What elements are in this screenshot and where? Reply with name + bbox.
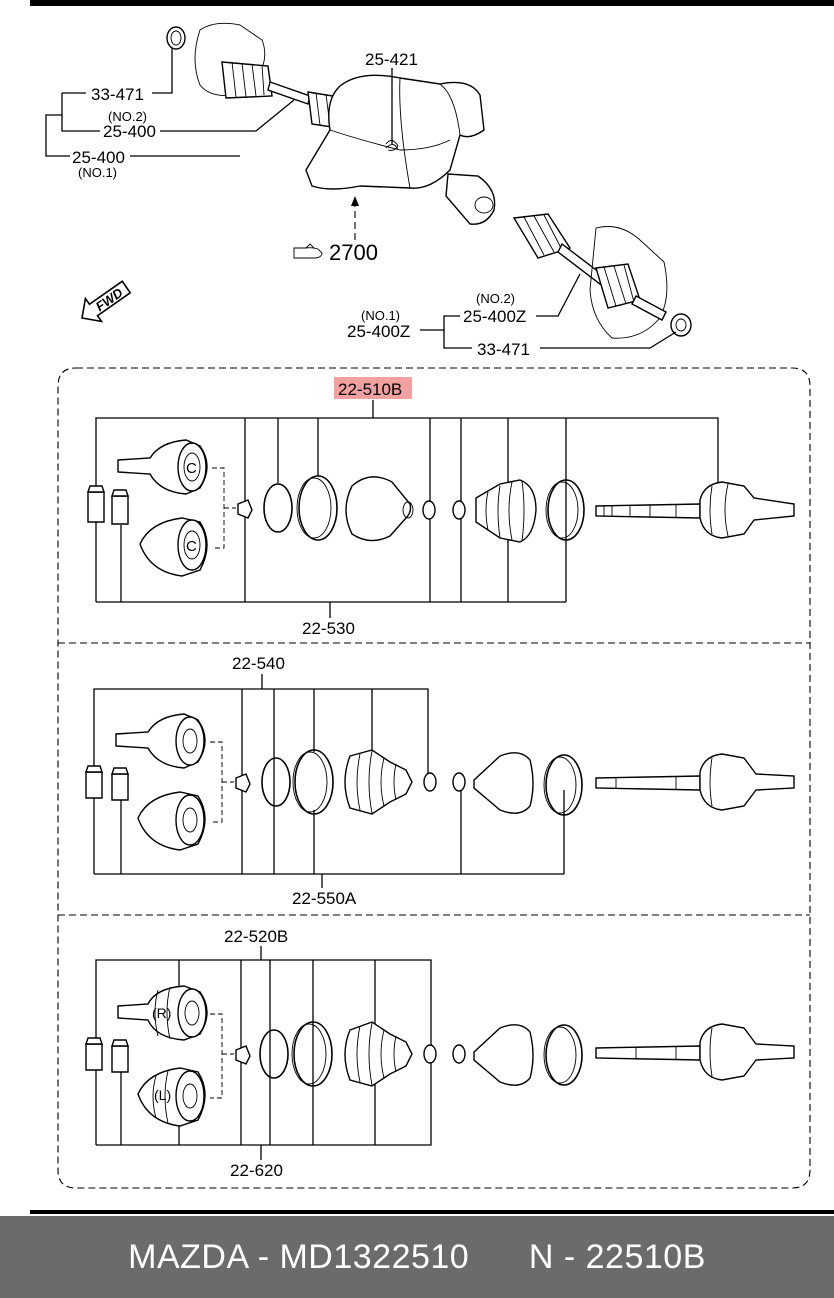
outer-cv-joint bbox=[699, 481, 795, 539]
cap-1 bbox=[85, 1043, 103, 1071]
panel1-top-label[interactable]: 22-510B bbox=[338, 380, 402, 399]
circlip bbox=[235, 1045, 251, 1065]
circlip bbox=[235, 773, 251, 793]
boot-bellows bbox=[344, 1021, 413, 1087]
boot-band-2 bbox=[545, 1024, 583, 1086]
boot-band-1 bbox=[298, 475, 338, 541]
label-25-400z-no2: 25-400Z bbox=[463, 307, 526, 326]
small-clamp-1 bbox=[423, 772, 437, 792]
label-no1-right: (NO.1) bbox=[361, 308, 400, 323]
drive-shaft bbox=[595, 775, 701, 791]
panel2-bottom-label[interactable]: 22-550A bbox=[292, 889, 357, 908]
exploded-frame bbox=[57, 367, 811, 1189]
label-25-421: 25-421 bbox=[365, 50, 418, 69]
bearing-ring-left bbox=[166, 26, 186, 50]
boot-band-1 bbox=[294, 749, 334, 815]
label-25-400-no1: 25-400 bbox=[72, 148, 125, 167]
boot-band-1 bbox=[293, 1021, 333, 1087]
bearing-ring-right bbox=[670, 313, 692, 337]
cap-1 bbox=[85, 771, 103, 799]
hand-pointer-icon bbox=[293, 243, 323, 259]
bottom-border bbox=[30, 1210, 834, 1214]
cap-2 bbox=[111, 1045, 129, 1073]
label-33-471-top: 33-471 bbox=[91, 85, 144, 104]
cap-2 bbox=[111, 773, 129, 801]
differential-housing bbox=[305, 74, 485, 190]
outer-joint-left bbox=[221, 61, 273, 99]
boot-bellows bbox=[475, 479, 537, 543]
snap-ring bbox=[259, 1029, 289, 1079]
mark-r: (R) bbox=[152, 1005, 171, 1021]
top-border bbox=[30, 0, 834, 6]
boot-band-2 bbox=[547, 479, 585, 541]
drive-shaft bbox=[595, 1045, 701, 1061]
outer-cv-joint bbox=[699, 753, 795, 811]
overview-assembly: FWD 33-471 (NO.2) 25-400 25-400 (NO.1) 2… bbox=[45, 22, 692, 359]
panel-22-520b: 22-520B 22-620 (R) (L) bbox=[85, 927, 795, 1180]
panel2-top-label[interactable]: 22-540 bbox=[232, 654, 285, 673]
panel-22-510b: 22-510B 22-530 C C bbox=[87, 377, 795, 638]
knuckle-right bbox=[589, 226, 668, 339]
panel1-bottom-label[interactable]: 22-530 bbox=[302, 619, 355, 638]
circlip bbox=[237, 499, 253, 519]
fwd-label: FWD bbox=[93, 285, 126, 315]
label-no1-top: (NO.1) bbox=[78, 165, 117, 180]
mark-l: (L) bbox=[154, 1087, 171, 1103]
boot-inner bbox=[345, 476, 412, 542]
fwd-arrow-icon: FWD bbox=[81, 280, 132, 323]
small-clamp-1 bbox=[422, 500, 436, 520]
boot-band-2 bbox=[545, 754, 583, 816]
label-2700[interactable]: 2700 bbox=[329, 240, 378, 265]
label-25-400-no2: 25-400 bbox=[103, 122, 156, 141]
boot-bellows bbox=[344, 749, 413, 815]
footer-bar: MAZDA - MD1322510 N - 22510B bbox=[0, 1216, 834, 1298]
outer-cv-joint bbox=[699, 1023, 795, 1081]
cap-2 bbox=[111, 495, 129, 525]
label-no2-top: (NO.2) bbox=[108, 109, 147, 124]
small-clamp-2 bbox=[452, 772, 466, 792]
snap-ring bbox=[261, 757, 291, 807]
label-33-471-right: 33-471 bbox=[477, 340, 530, 359]
highlight-box bbox=[334, 377, 412, 399]
cap-1 bbox=[87, 491, 105, 523]
footer-part-number: MAZDA - MD1322510 N - 22510B bbox=[128, 1238, 706, 1276]
label-25-400z-no1: 25-400Z bbox=[347, 322, 410, 341]
output-flange bbox=[445, 173, 496, 225]
mark-c-lower: C bbox=[186, 538, 197, 555]
panel3-bottom-label[interactable]: 22-620 bbox=[230, 1161, 283, 1180]
panel-22-540: 22-540 22-550A bbox=[85, 654, 795, 908]
mark-c-upper: C bbox=[186, 460, 197, 477]
snap-ring bbox=[263, 483, 293, 533]
shaft-right bbox=[557, 242, 605, 286]
shaft-left bbox=[267, 81, 311, 105]
boot-outer bbox=[473, 752, 534, 814]
small-clamp-2 bbox=[452, 500, 466, 520]
small-clamp-1 bbox=[423, 1044, 437, 1064]
panel3-top-label[interactable]: 22-520B bbox=[224, 927, 288, 946]
boot-outer bbox=[473, 1024, 534, 1086]
small-clamp-2 bbox=[452, 1044, 466, 1064]
label-no2-right: (NO.2) bbox=[476, 291, 515, 306]
